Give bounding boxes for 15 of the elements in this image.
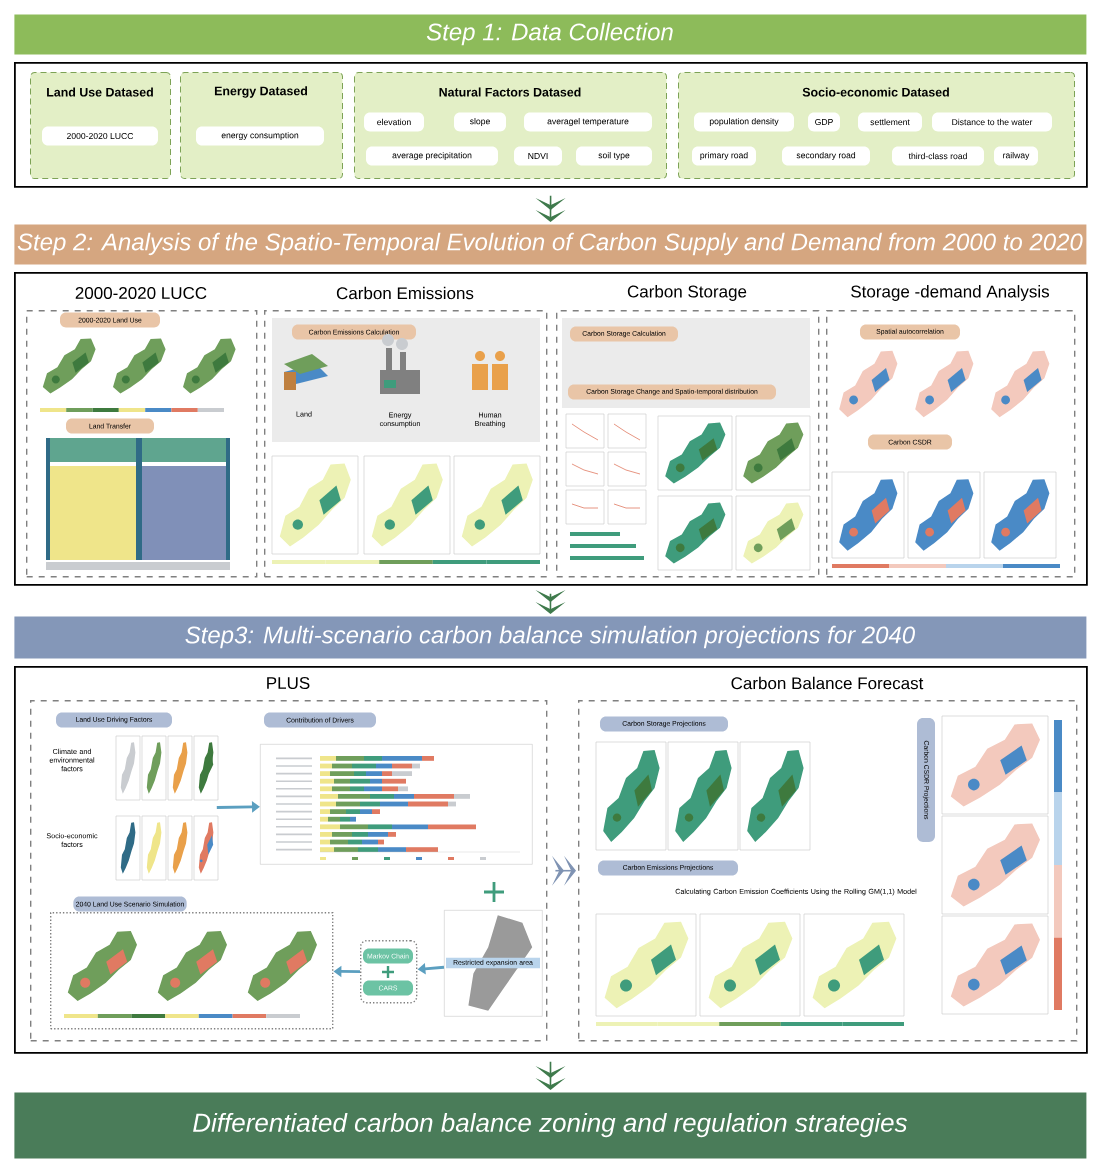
bar-chart-drawing	[260, 744, 533, 865]
step-banner: Step3: Multi-scenario carbon balance simulation projections for 2040	[14, 616, 1087, 659]
node-label: Carbon Balance Forecast	[731, 676, 924, 690]
step-banner: Step 2: Analysis of the Spatio-Temporal Evolution of Carbon Supply and Demand from 2000 to 2020	[14, 224, 1087, 265]
node-label: 2000-2020 LUCC	[75, 287, 207, 300]
section-frame	[14, 62, 1088, 188]
section-frame	[14, 666, 1088, 1054]
node-label: Carbon Emissions	[336, 286, 474, 300]
node-label: Carbon Storage	[627, 285, 747, 301]
picture	[115, 735, 219, 881]
step-banner: Step 1: Data Collection	[14, 14, 1087, 55]
section-frame	[14, 272, 1088, 586]
node-label: PLUS	[267, 677, 310, 690]
step-banner: Differentiated carbon balance zoning and regulation strategies	[14, 1092, 1087, 1159]
node-label: Storage -demand Analysis	[851, 285, 1050, 301]
